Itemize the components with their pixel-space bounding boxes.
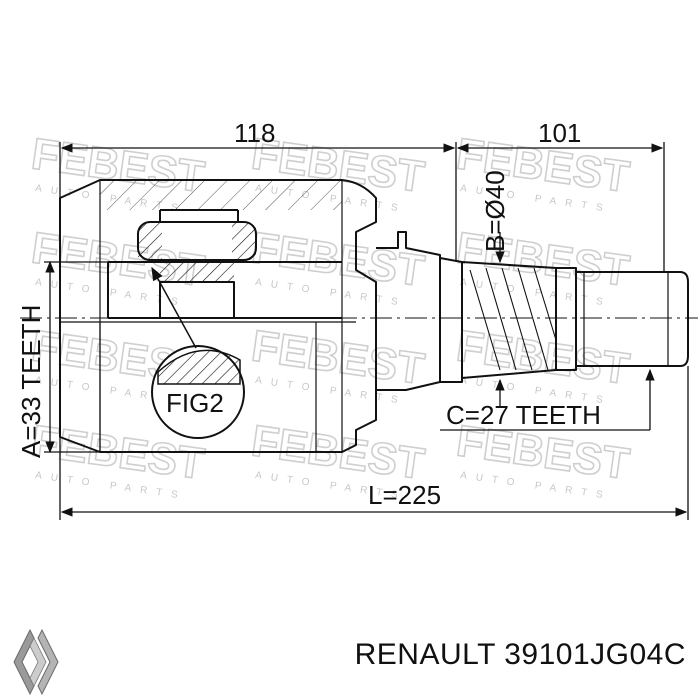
cv-joint-drawing: FEBEST AUTO PARTS FEBEST AUTO PARTS FEBE… bbox=[16, 118, 698, 520]
shaft-end bbox=[575, 271, 689, 367]
dimension-118 bbox=[59, 142, 457, 262]
dimension-a bbox=[44, 260, 108, 454]
fig2-leader bbox=[151, 266, 197, 349]
dimension-118-label: 118 bbox=[234, 118, 275, 148]
housing-neck bbox=[376, 231, 441, 391]
dimension-c bbox=[440, 368, 655, 431]
renault-diamond-icon bbox=[13, 628, 59, 696]
section-lines bbox=[99, 322, 317, 452]
figure-label: FIG2 bbox=[166, 388, 224, 418]
part-caption: RENAULT 39101JG04C bbox=[354, 638, 686, 671]
spline-helix bbox=[469, 267, 557, 371]
dimension-l-label: L=225 bbox=[368, 480, 441, 510]
fig2-detail: FIG2 bbox=[151, 266, 245, 439]
hatch-roller-left bbox=[138, 222, 162, 260]
dimension-101-label: 101 bbox=[538, 118, 581, 148]
dimension-101 bbox=[456, 142, 665, 272]
dimension-a-label: A=33 TEETH bbox=[16, 305, 46, 458]
dimension-l bbox=[59, 366, 689, 520]
hatch-tripod bbox=[160, 262, 234, 282]
hatch-areas bbox=[100, 180, 342, 282]
dimension-c-label: C=27 TEETH bbox=[446, 400, 601, 430]
dimension-b-label: B=Ø40 bbox=[480, 170, 510, 252]
hatch-top bbox=[100, 180, 342, 210]
hatch-roller-right bbox=[232, 222, 256, 260]
housing-body bbox=[59, 179, 377, 453]
fig2-hatch bbox=[157, 349, 241, 385]
